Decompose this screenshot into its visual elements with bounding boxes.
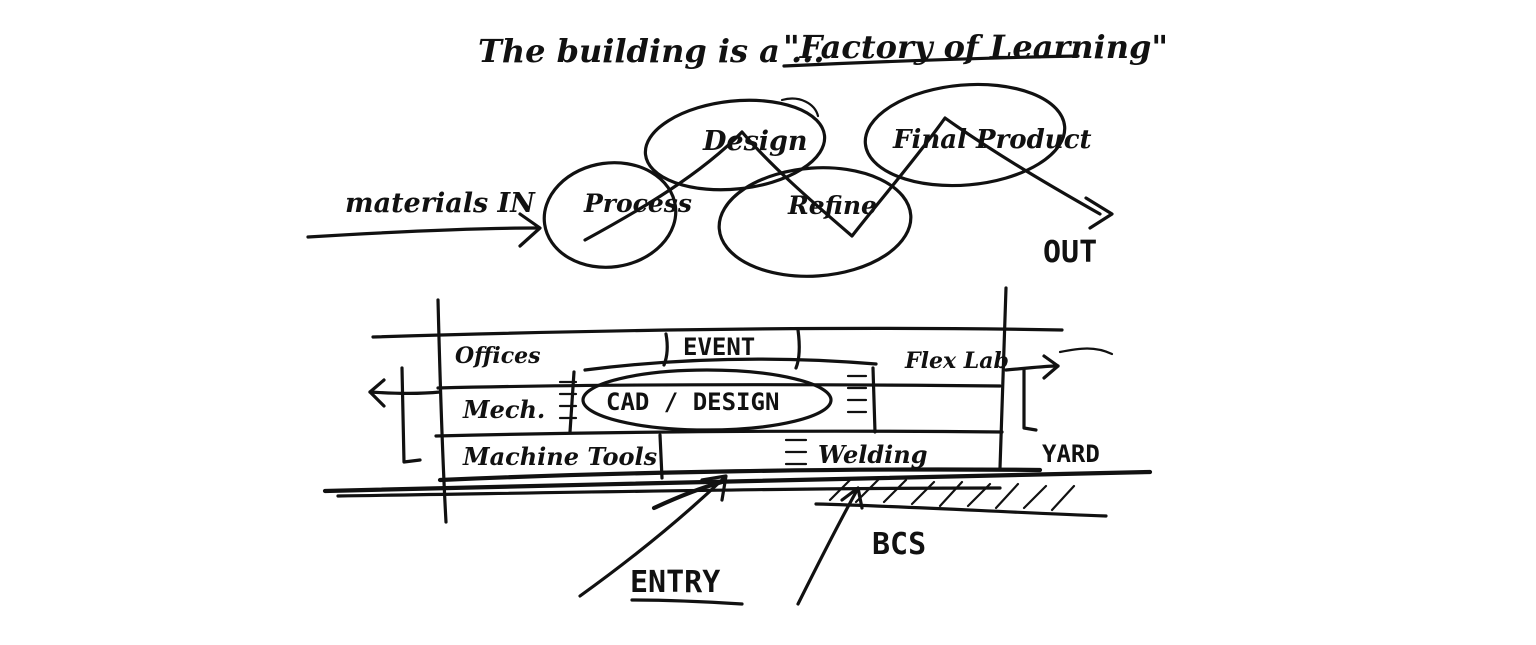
left-vertical-tick bbox=[400, 366, 422, 464]
title-prefix: The building is a ... bbox=[478, 32, 824, 70]
entry-arrow-line bbox=[578, 476, 726, 598]
right-arrowhead bbox=[1042, 354, 1060, 380]
left-double-arrow bbox=[368, 390, 442, 396]
event-divider bbox=[662, 332, 669, 367]
input-arrowhead bbox=[518, 212, 542, 248]
room-label-flex-lab: Flex Lab bbox=[904, 348, 1009, 374]
floor-line-lower bbox=[437, 467, 1043, 483]
entry-label: ENTRY bbox=[630, 565, 720, 600]
input-arrow-line bbox=[306, 226, 538, 239]
bcs-label: BCS bbox=[872, 527, 926, 562]
room-label-event: EVENT bbox=[683, 333, 755, 361]
room-label-machine-tools: Machine Tools bbox=[462, 442, 658, 471]
entry-wedge bbox=[651, 479, 725, 511]
right-vertical-tick bbox=[1022, 368, 1038, 432]
room-label-offices: Offices bbox=[455, 343, 541, 369]
wall-entry-left bbox=[658, 433, 664, 480]
entry-underline bbox=[630, 598, 744, 606]
room-label-welding: Welding bbox=[818, 440, 928, 469]
bcs-hatching bbox=[828, 478, 1076, 512]
cad-design-bracket-top bbox=[583, 357, 878, 372]
flow-input-label: materials IN bbox=[345, 188, 536, 219]
event-divider-right bbox=[794, 328, 801, 370]
bcs-arrowhead bbox=[840, 486, 864, 510]
stage-label-process: Process bbox=[583, 189, 692, 218]
stage-label-refine: Refine bbox=[787, 191, 877, 220]
stair-flex bbox=[846, 374, 868, 414]
room-label-cad-design: CAD / DESIGN bbox=[606, 388, 779, 416]
output-arrowhead bbox=[1084, 196, 1114, 230]
left-arrowhead bbox=[368, 378, 386, 408]
floor-line-middle bbox=[434, 429, 1004, 438]
right-arrow-line bbox=[1004, 364, 1060, 372]
design-blob bbox=[643, 98, 827, 192]
final-product-blob bbox=[863, 82, 1067, 188]
flex-divider bbox=[871, 366, 877, 434]
stair-mech bbox=[558, 380, 578, 420]
process-flow: materials IN Process Design Refine Final… bbox=[306, 82, 1114, 278]
flow-output-label: OUT bbox=[1043, 235, 1097, 270]
roof-line bbox=[371, 326, 1064, 339]
process-blob bbox=[542, 161, 678, 269]
design-blob-tail bbox=[780, 97, 820, 118]
bcs-strip-bottom bbox=[814, 502, 1108, 518]
floor-line-upper bbox=[436, 383, 1002, 390]
flow-zigzag-line bbox=[583, 116, 1102, 242]
refine-blob bbox=[717, 166, 913, 278]
title-underline bbox=[782, 54, 1080, 68]
room-label-mech: Mech. bbox=[462, 395, 545, 424]
bcs-arrow-line bbox=[796, 490, 858, 606]
right-squiggle bbox=[1058, 347, 1114, 356]
entry-arrowhead bbox=[700, 474, 728, 502]
title-group: The building is a ... "Factory of Learni… bbox=[478, 28, 1168, 70]
wall-right bbox=[998, 286, 1008, 470]
floor-plan: ENTRY BCS Offices EVENT Mech. CAD / DESI… bbox=[322, 286, 1153, 606]
cad-design-oval bbox=[581, 368, 833, 432]
room-label-yard: YARD bbox=[1042, 440, 1100, 468]
stair-welding bbox=[784, 438, 808, 466]
wall-left bbox=[436, 298, 448, 524]
title-quote: "Factory of Learning" bbox=[783, 28, 1168, 66]
